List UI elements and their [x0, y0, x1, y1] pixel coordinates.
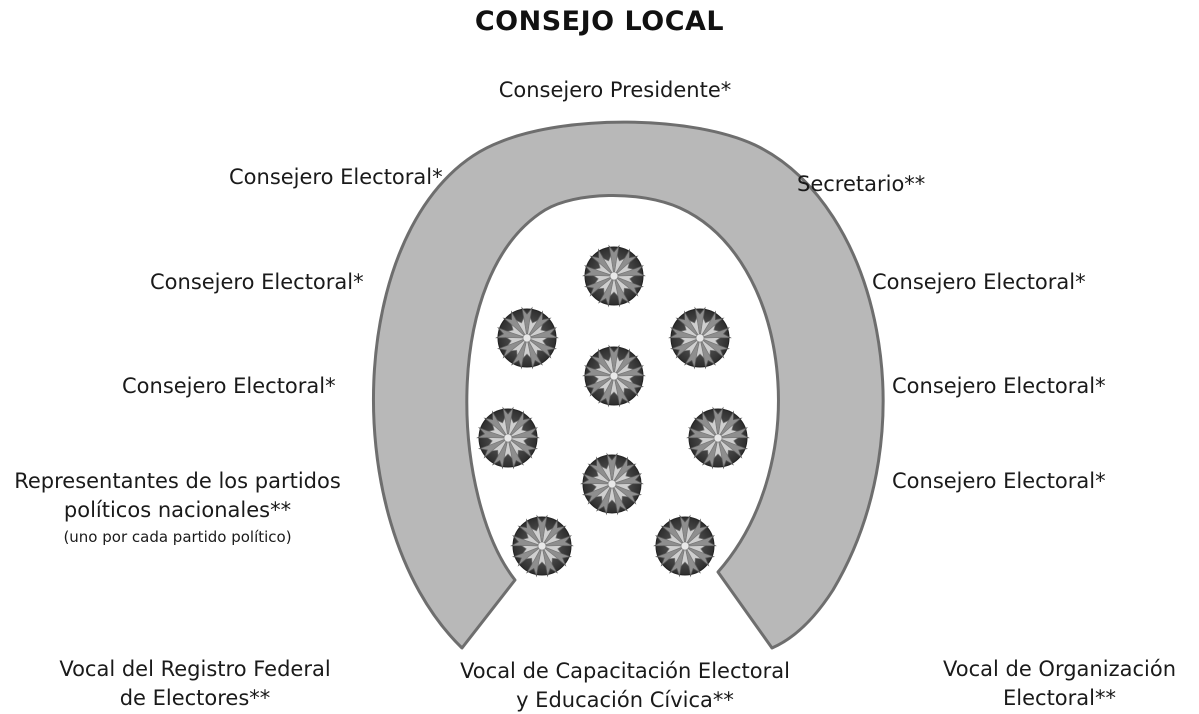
label-representantes-note: (uno por cada partido político)	[63, 528, 292, 546]
label-vocal-organizacion-line2: Electoral**	[1003, 686, 1116, 710]
agave-plant-icon	[496, 307, 558, 369]
label-consejero-electoral-right-1: Consejero Electoral*	[872, 270, 1086, 294]
label-consejero-electoral-right-2: Consejero Electoral*	[892, 374, 1106, 398]
label-vocal-capacitacion-line1: Vocal de Capacitación Electoral	[460, 659, 790, 683]
diagram-title: CONSEJO LOCAL	[474, 6, 725, 37]
label-secretario: Secretario**	[797, 172, 926, 196]
label-vocal-organizacion-line1: Vocal de Organización	[943, 657, 1176, 681]
label-vocal-registro-line2: de Electores**	[119, 686, 271, 710]
agave-plant-icon	[687, 407, 749, 469]
label-consejero-electoral-right-3: Consejero Electoral*	[892, 469, 1106, 493]
label-consejero-presidente: Consejero Presidente*	[498, 78, 732, 102]
agave-plant-icon	[581, 453, 643, 515]
agave-plant-icon	[511, 515, 573, 577]
label-vocal-capacitacion-line2: y Educación Cívica**	[516, 688, 734, 712]
label-vocal-registro-line1: Vocal del Registro Federal	[59, 657, 331, 681]
horseshoe-table	[372, 120, 885, 650]
agave-plant-icon	[583, 245, 645, 307]
label-representantes-line2: políticos nacionales**	[63, 498, 292, 522]
label-consejero-electoral-left-3: Consejero Electoral*	[122, 374, 336, 398]
agave-plant-icon	[583, 345, 645, 407]
label-consejero-electoral-left-2: Consejero Electoral*	[150, 270, 364, 294]
agave-plant-icon	[477, 407, 539, 469]
label-consejero-electoral-left-1: Consejero Electoral*	[229, 165, 443, 189]
agave-plant-icon	[654, 515, 716, 577]
label-representantes-line1: Representantes de los partidos	[14, 469, 341, 493]
agave-plant-icon	[669, 307, 731, 369]
